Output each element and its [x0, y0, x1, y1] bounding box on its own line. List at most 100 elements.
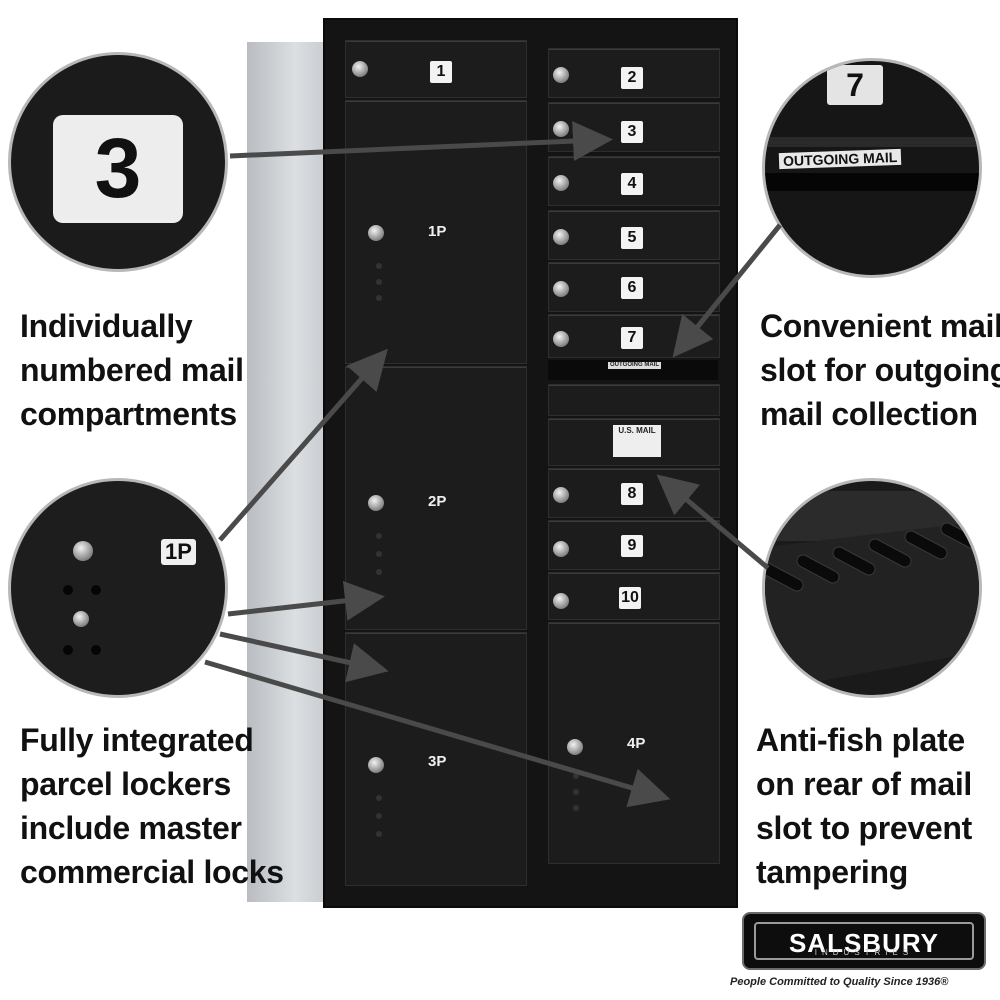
compartment-9-door[interactable]: 9 — [548, 520, 720, 570]
caption-line: compartments — [20, 396, 237, 432]
compartment-number: 1 — [430, 61, 452, 83]
compartment-number: 10 — [619, 587, 641, 609]
caption-numbered-compartments: Individually numbered mail compartments — [20, 304, 244, 436]
zoom-circle-outgoing: 7 OUTGOING MAIL — [762, 58, 982, 278]
logo-border: SALSBURY INDUSTRIES — [754, 922, 974, 960]
parcel-locker-2p[interactable]: 2P — [345, 366, 527, 630]
mailbox-cabinet: 1 1P 2P 3P 2 3 4 5 6 — [323, 18, 738, 908]
compartment-1-door[interactable]: 1 — [345, 40, 527, 98]
caption-line: include master — [20, 810, 242, 846]
compartment-number: 3 — [621, 121, 643, 143]
outgoing-mail-slot[interactable]: OUTGOING MAIL — [548, 360, 718, 380]
keyhole — [376, 279, 382, 285]
lock-icon — [352, 61, 368, 77]
keyhole — [376, 813, 382, 819]
parcel-label: 2P — [428, 493, 447, 510]
keyhole — [91, 585, 101, 595]
caption-line: slot to prevent — [756, 810, 972, 846]
keyhole — [376, 831, 382, 837]
caption-line: on rear of mail — [756, 766, 973, 802]
zoom-number-text: 3 — [94, 121, 142, 215]
keyhole — [63, 645, 73, 655]
zoom-number-7-text: 7 — [846, 67, 864, 103]
antifish-plate-graphic — [765, 491, 979, 691]
parcel-label: 4P — [627, 735, 646, 752]
lock-icon — [553, 541, 569, 557]
keyhole — [573, 773, 579, 779]
caption-line: Fully integrated — [20, 722, 254, 758]
zoom-slot-edge — [765, 137, 979, 147]
compartment-7-door[interactable]: 7 — [548, 314, 720, 358]
lock-icon — [368, 757, 384, 773]
zoom-circle-antifish — [762, 478, 982, 698]
caption-line: commercial locks — [20, 854, 284, 890]
parcel-label: 1P — [428, 223, 447, 240]
lock-icon — [567, 739, 583, 755]
keyhole — [63, 585, 73, 595]
zoom-number-plate: 3 — [53, 115, 183, 223]
caption-anti-fish: Anti-fish plate on rear of mail slot to … — [756, 718, 972, 894]
keyhole — [376, 533, 382, 539]
zoom-parcel-label: 1P — [161, 539, 196, 565]
usmail-label: U.S. MAIL — [618, 426, 656, 435]
caption-line: Convenient mail — [760, 308, 1000, 344]
zoom-circle-number: 3 — [8, 52, 228, 272]
compartment-6-door[interactable]: 6 — [548, 262, 720, 312]
compartment-number: 4 — [621, 173, 643, 195]
compartment-8-door[interactable]: 8 — [548, 468, 720, 518]
lock-icon — [73, 541, 93, 561]
lock-icon — [553, 593, 569, 609]
compartment-number: 9 — [621, 535, 643, 557]
caption-line: slot for outgoing — [760, 352, 1000, 388]
lock-icon — [368, 225, 384, 241]
caption-line: Individually — [20, 308, 193, 344]
keyhole — [573, 789, 579, 795]
parcel-locker-1p[interactable]: 1P — [345, 100, 527, 364]
caption-line: tampering — [756, 854, 908, 890]
keyhole — [376, 551, 382, 557]
keyhole — [376, 295, 382, 301]
salsbury-logo: SALSBURY INDUSTRIES — [742, 912, 986, 970]
logo-tagline: People Committed to Quality Since 1936® — [730, 976, 949, 988]
compartment-10-door[interactable]: 10 — [548, 572, 720, 620]
lock-icon — [553, 331, 569, 347]
compartment-number: 5 — [621, 227, 643, 249]
lock-icon — [553, 487, 569, 503]
zoom-outgoing-label: OUTGOING MAIL — [778, 148, 902, 170]
parcel-locker-4p[interactable]: 4P — [548, 622, 720, 864]
logo-subtitle: INDUSTRIES — [814, 948, 914, 957]
logo-name: SALSBURY — [788, 928, 940, 958]
caption-parcel-lockers: Fully integrated parcel lockers include … — [20, 718, 284, 894]
lock-icon — [553, 281, 569, 297]
outgoing-slot-panel — [548, 384, 720, 416]
lock-icon — [553, 67, 569, 83]
zoom-circle-parcel: 1P — [8, 478, 228, 698]
parcel-locker-3p[interactable]: 3P — [345, 632, 527, 886]
keyhole — [91, 645, 101, 655]
zoom-number-7-plate: 7 — [827, 65, 883, 105]
keyhole — [376, 795, 382, 801]
compartment-number: 8 — [621, 483, 643, 505]
keyhole — [573, 805, 579, 811]
compartment-2-door[interactable]: 2 — [548, 48, 720, 98]
keyhole — [376, 569, 382, 575]
caption-line: numbered mail — [20, 352, 244, 388]
compartment-number: 7 — [621, 327, 643, 349]
zoom-slot-opening — [765, 173, 979, 191]
compartment-4-door[interactable]: 4 — [548, 156, 720, 206]
lock-icon — [553, 121, 569, 137]
compartment-number: 6 — [621, 277, 643, 299]
compartment-3-door[interactable]: 3 — [548, 102, 720, 152]
usmail-plate: U.S. MAIL — [613, 425, 661, 457]
compartment-number: 2 — [621, 67, 643, 89]
keyhole — [376, 263, 382, 269]
caption-line: mail collection — [760, 396, 978, 432]
caption-line: parcel lockers — [20, 766, 232, 802]
caption-line: Anti-fish plate — [756, 722, 965, 758]
usmail-panel: U.S. MAIL — [548, 418, 720, 466]
lock-icon — [553, 175, 569, 191]
slot-label: OUTGOING MAIL — [608, 362, 661, 369]
compartment-5-door[interactable]: 5 — [548, 210, 720, 260]
lock-icon — [73, 611, 89, 627]
parcel-label: 3P — [428, 753, 447, 770]
